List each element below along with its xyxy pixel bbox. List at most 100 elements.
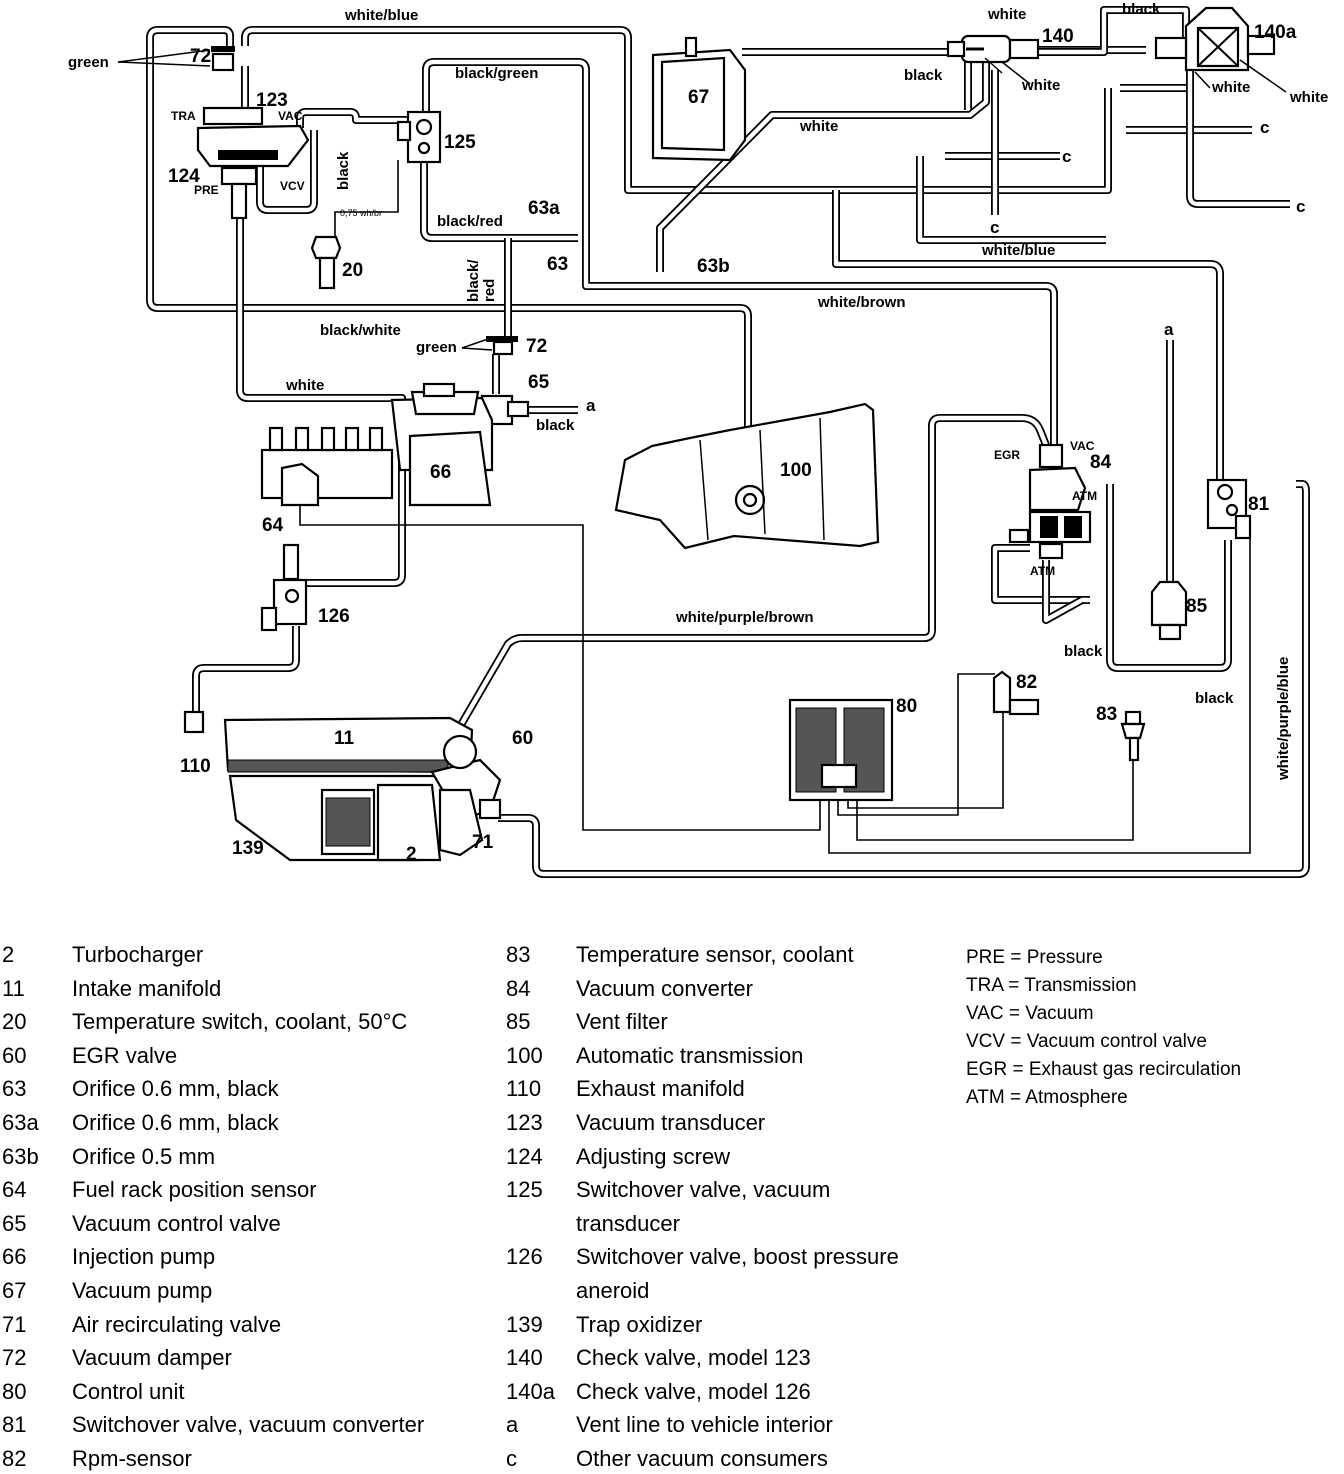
callout-139: 139: [232, 838, 264, 859]
callout-20: 20: [342, 260, 363, 281]
callout-67: 67: [688, 87, 709, 108]
label-a-1: a: [586, 396, 596, 415]
label-black-white: black/white: [320, 322, 401, 339]
legend-description: Trap oxidizer: [576, 1311, 703, 1337]
vacuum-hose-17: [833, 190, 1223, 480]
legend-code: 71: [2, 1311, 27, 1337]
legend-description: Vacuum control valve: [72, 1210, 281, 1236]
callout-60: 60: [512, 728, 533, 749]
port-egr: EGR: [994, 448, 1020, 462]
abbreviation-item: VCV = Vacuum control valve: [966, 1031, 1207, 1052]
label-black-140a: black: [1122, 1, 1161, 18]
label-green-left: green: [68, 54, 109, 71]
legend-description: Injection pump: [72, 1244, 216, 1270]
legend-description: Intake manifold: [72, 975, 222, 1001]
vacuum-hose-13: [657, 60, 989, 272]
legend-code: 110: [506, 1076, 542, 1102]
switchover-valve-81: [1206, 478, 1252, 540]
label-black-85: black: [1064, 643, 1103, 660]
switchover-valve-126: [260, 543, 308, 632]
vacuum-hose-24: [456, 415, 1049, 732]
legend-description: EGR valve: [72, 1042, 178, 1068]
abbreviation-item: TRA = Transmission: [966, 975, 1137, 996]
vacuum-damper-72-mid: [486, 336, 518, 356]
legend-code: 2: [2, 942, 15, 967]
port-tra: TRA: [171, 109, 196, 123]
label-black-green: black/green: [455, 65, 538, 82]
temperature-switch-20: [310, 235, 342, 290]
callout-123: 123: [256, 90, 288, 111]
legend-code: 67: [2, 1278, 27, 1303]
label-c-4: c: [1296, 197, 1305, 216]
legend-description: Check valve, model 123: [576, 1345, 811, 1371]
vacuum-hose-5: [423, 59, 589, 272]
legend-code: 66: [2, 1244, 27, 1270]
legend-code: 123: [506, 1110, 543, 1135]
vacuum-hose-22: [1187, 70, 1290, 207]
check-valve-140: [946, 34, 1040, 64]
vacuum-hose-23: [917, 156, 1106, 243]
vacuum-hose-1: [147, 27, 751, 495]
vacuum-pump-67: [651, 36, 747, 162]
port-pre: PRE: [194, 183, 219, 197]
vacuum-hose-8: [237, 218, 405, 586]
callout-numbers: 72 123 124 125 20 63a 63 63b 72 65 66 64…: [168, 22, 1297, 865]
vacuum-hose-4: [297, 109, 408, 128]
legend-description: Vent line to vehicle interior: [576, 1412, 833, 1438]
legend-code: 85: [506, 1009, 531, 1035]
label-white-blue-top: white/blue: [344, 7, 418, 24]
legend-code: 84: [506, 975, 531, 1001]
callout-66: 66: [430, 462, 451, 483]
port-vac-84: VAC: [1070, 439, 1095, 453]
callout-81: 81: [1248, 494, 1270, 515]
legend-description: Orifice 0.6 mm, black: [72, 1076, 279, 1102]
legend-code: c: [506, 1446, 517, 1471]
legend-code: 81: [2, 1412, 27, 1438]
legend-description: Fuel rack position sensor: [72, 1177, 317, 1203]
legend-code: 80: [2, 1378, 27, 1404]
vacuum-converter-84: [1008, 443, 1092, 560]
legend-description: Exhaust manifold: [576, 1076, 745, 1102]
vacuum-hose-30: [193, 626, 299, 712]
callout-63b: 63b: [697, 256, 730, 277]
label-black-140: black: [904, 67, 943, 84]
callout-82: 82: [1016, 672, 1037, 693]
vent-filter-85: [1150, 580, 1188, 641]
legend-description: Switchover valve, vacuum converter: [72, 1412, 425, 1438]
legend-code: 139: [506, 1311, 543, 1337]
legend-description: Temperature sensor, coolant: [576, 942, 854, 967]
legend-description: aneroid: [576, 1278, 650, 1303]
legend-code: 65: [2, 1210, 27, 1236]
engine-block: [183, 710, 502, 862]
callout-100: 100: [780, 460, 812, 481]
vacuum-diagram: white/blue green black/green black black…: [68, 1, 1328, 878]
port-atm-84a: ATM: [1072, 489, 1097, 503]
callout-126: 126: [318, 606, 350, 627]
label-white-140-top: white: [987, 6, 1026, 23]
automatic-transmission-100: [614, 402, 880, 550]
legend-code: 60: [2, 1042, 27, 1068]
callout-85: 85: [1186, 596, 1208, 617]
label-a-2: a: [1164, 320, 1174, 339]
callout-2: 2: [406, 844, 417, 865]
legend-code: 125: [506, 1177, 543, 1203]
vacuum-hose-16: [742, 7, 1189, 55]
vacuum-hose-25: [1107, 484, 1231, 671]
label-c-2: c: [990, 218, 999, 237]
callout-72-top: 72: [190, 46, 211, 67]
legend-description: Control unit: [72, 1378, 185, 1404]
vacuum-hose-12: [583, 272, 1057, 445]
legend-code: 100: [506, 1042, 543, 1068]
vacuum-hose-29: [498, 481, 1309, 877]
label-white-blue-right: white/blue: [981, 242, 1055, 259]
label-white-purple-blue: white/purple/blue: [1275, 657, 1292, 781]
callout-125: 125: [444, 132, 476, 153]
legend-description: Air recirculating valve: [72, 1311, 282, 1337]
legend-code: 83: [506, 942, 531, 967]
callout-63: 63: [547, 254, 568, 275]
legend-code: a: [506, 1412, 519, 1438]
callout-72-mid: 72: [526, 336, 547, 357]
label-white-140a-b: white: [1289, 89, 1328, 106]
callout-11: 11: [334, 728, 355, 749]
callout-140a: 140a: [1254, 22, 1297, 43]
